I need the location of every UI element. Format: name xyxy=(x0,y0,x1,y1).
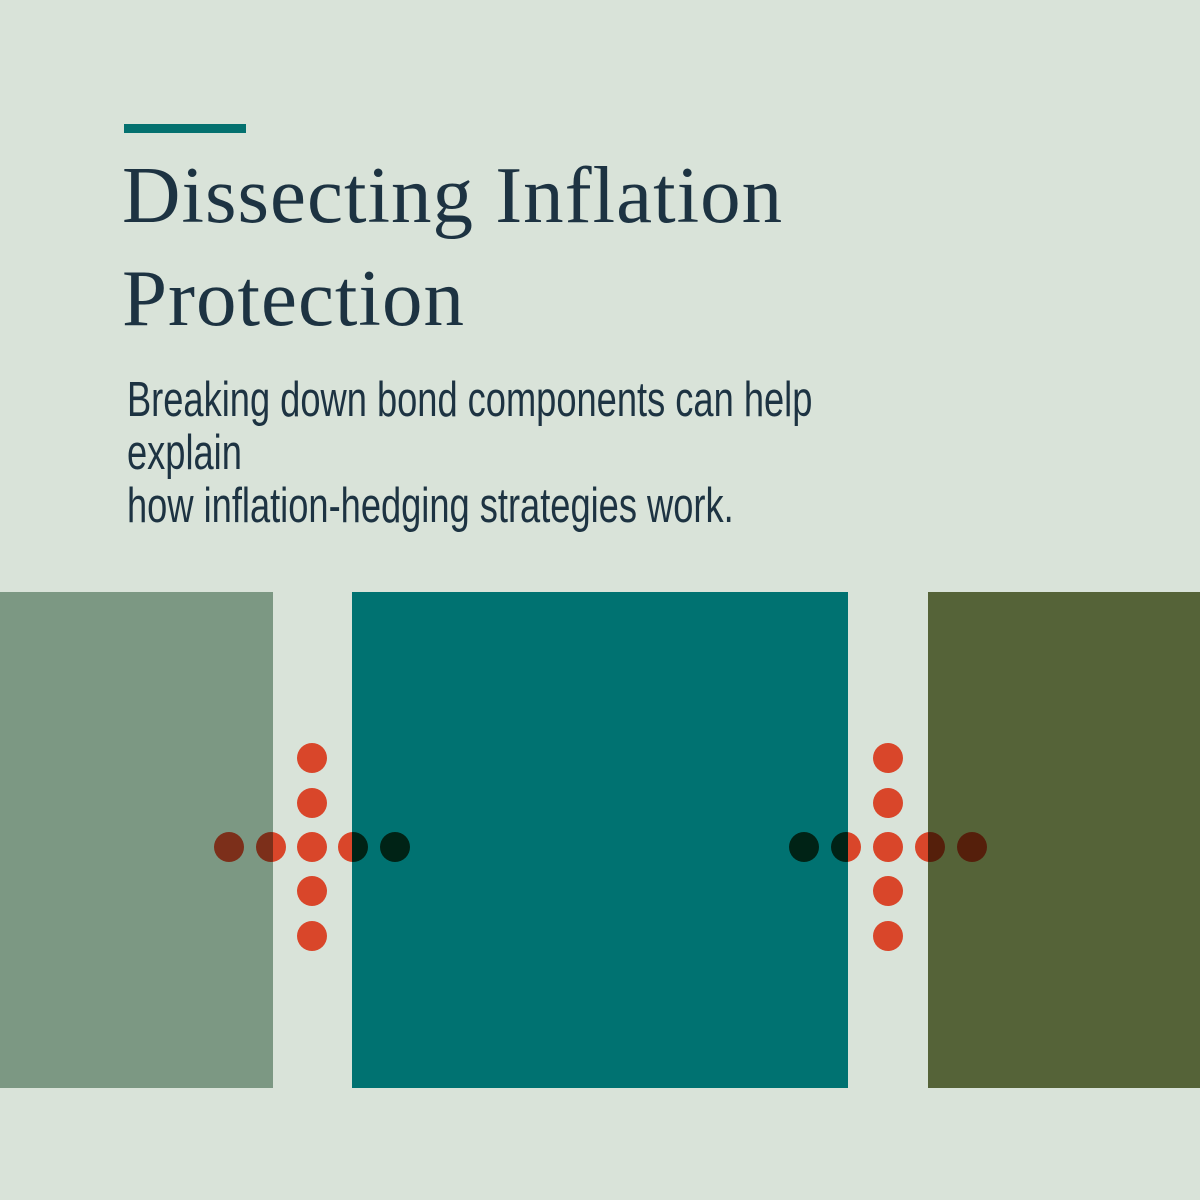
dot xyxy=(789,832,820,862)
dot xyxy=(873,832,903,862)
dot xyxy=(873,787,903,818)
accent-bar xyxy=(124,124,246,133)
teal-block xyxy=(352,592,848,1088)
dot xyxy=(297,832,327,862)
dot xyxy=(873,743,903,774)
dot xyxy=(379,832,410,862)
dot xyxy=(255,832,286,862)
dot xyxy=(914,832,945,862)
dot xyxy=(297,920,327,951)
dot xyxy=(214,832,245,862)
page-title: Dissecting Inflation Protection xyxy=(122,150,784,343)
dot xyxy=(873,920,903,951)
dot xyxy=(297,743,327,774)
dot xyxy=(831,832,862,862)
dot xyxy=(297,787,327,818)
page-subtitle: Breaking down bond components can help e… xyxy=(127,373,813,533)
dot xyxy=(873,876,903,907)
dot xyxy=(956,832,987,862)
dot xyxy=(338,832,369,862)
dot xyxy=(297,876,327,907)
